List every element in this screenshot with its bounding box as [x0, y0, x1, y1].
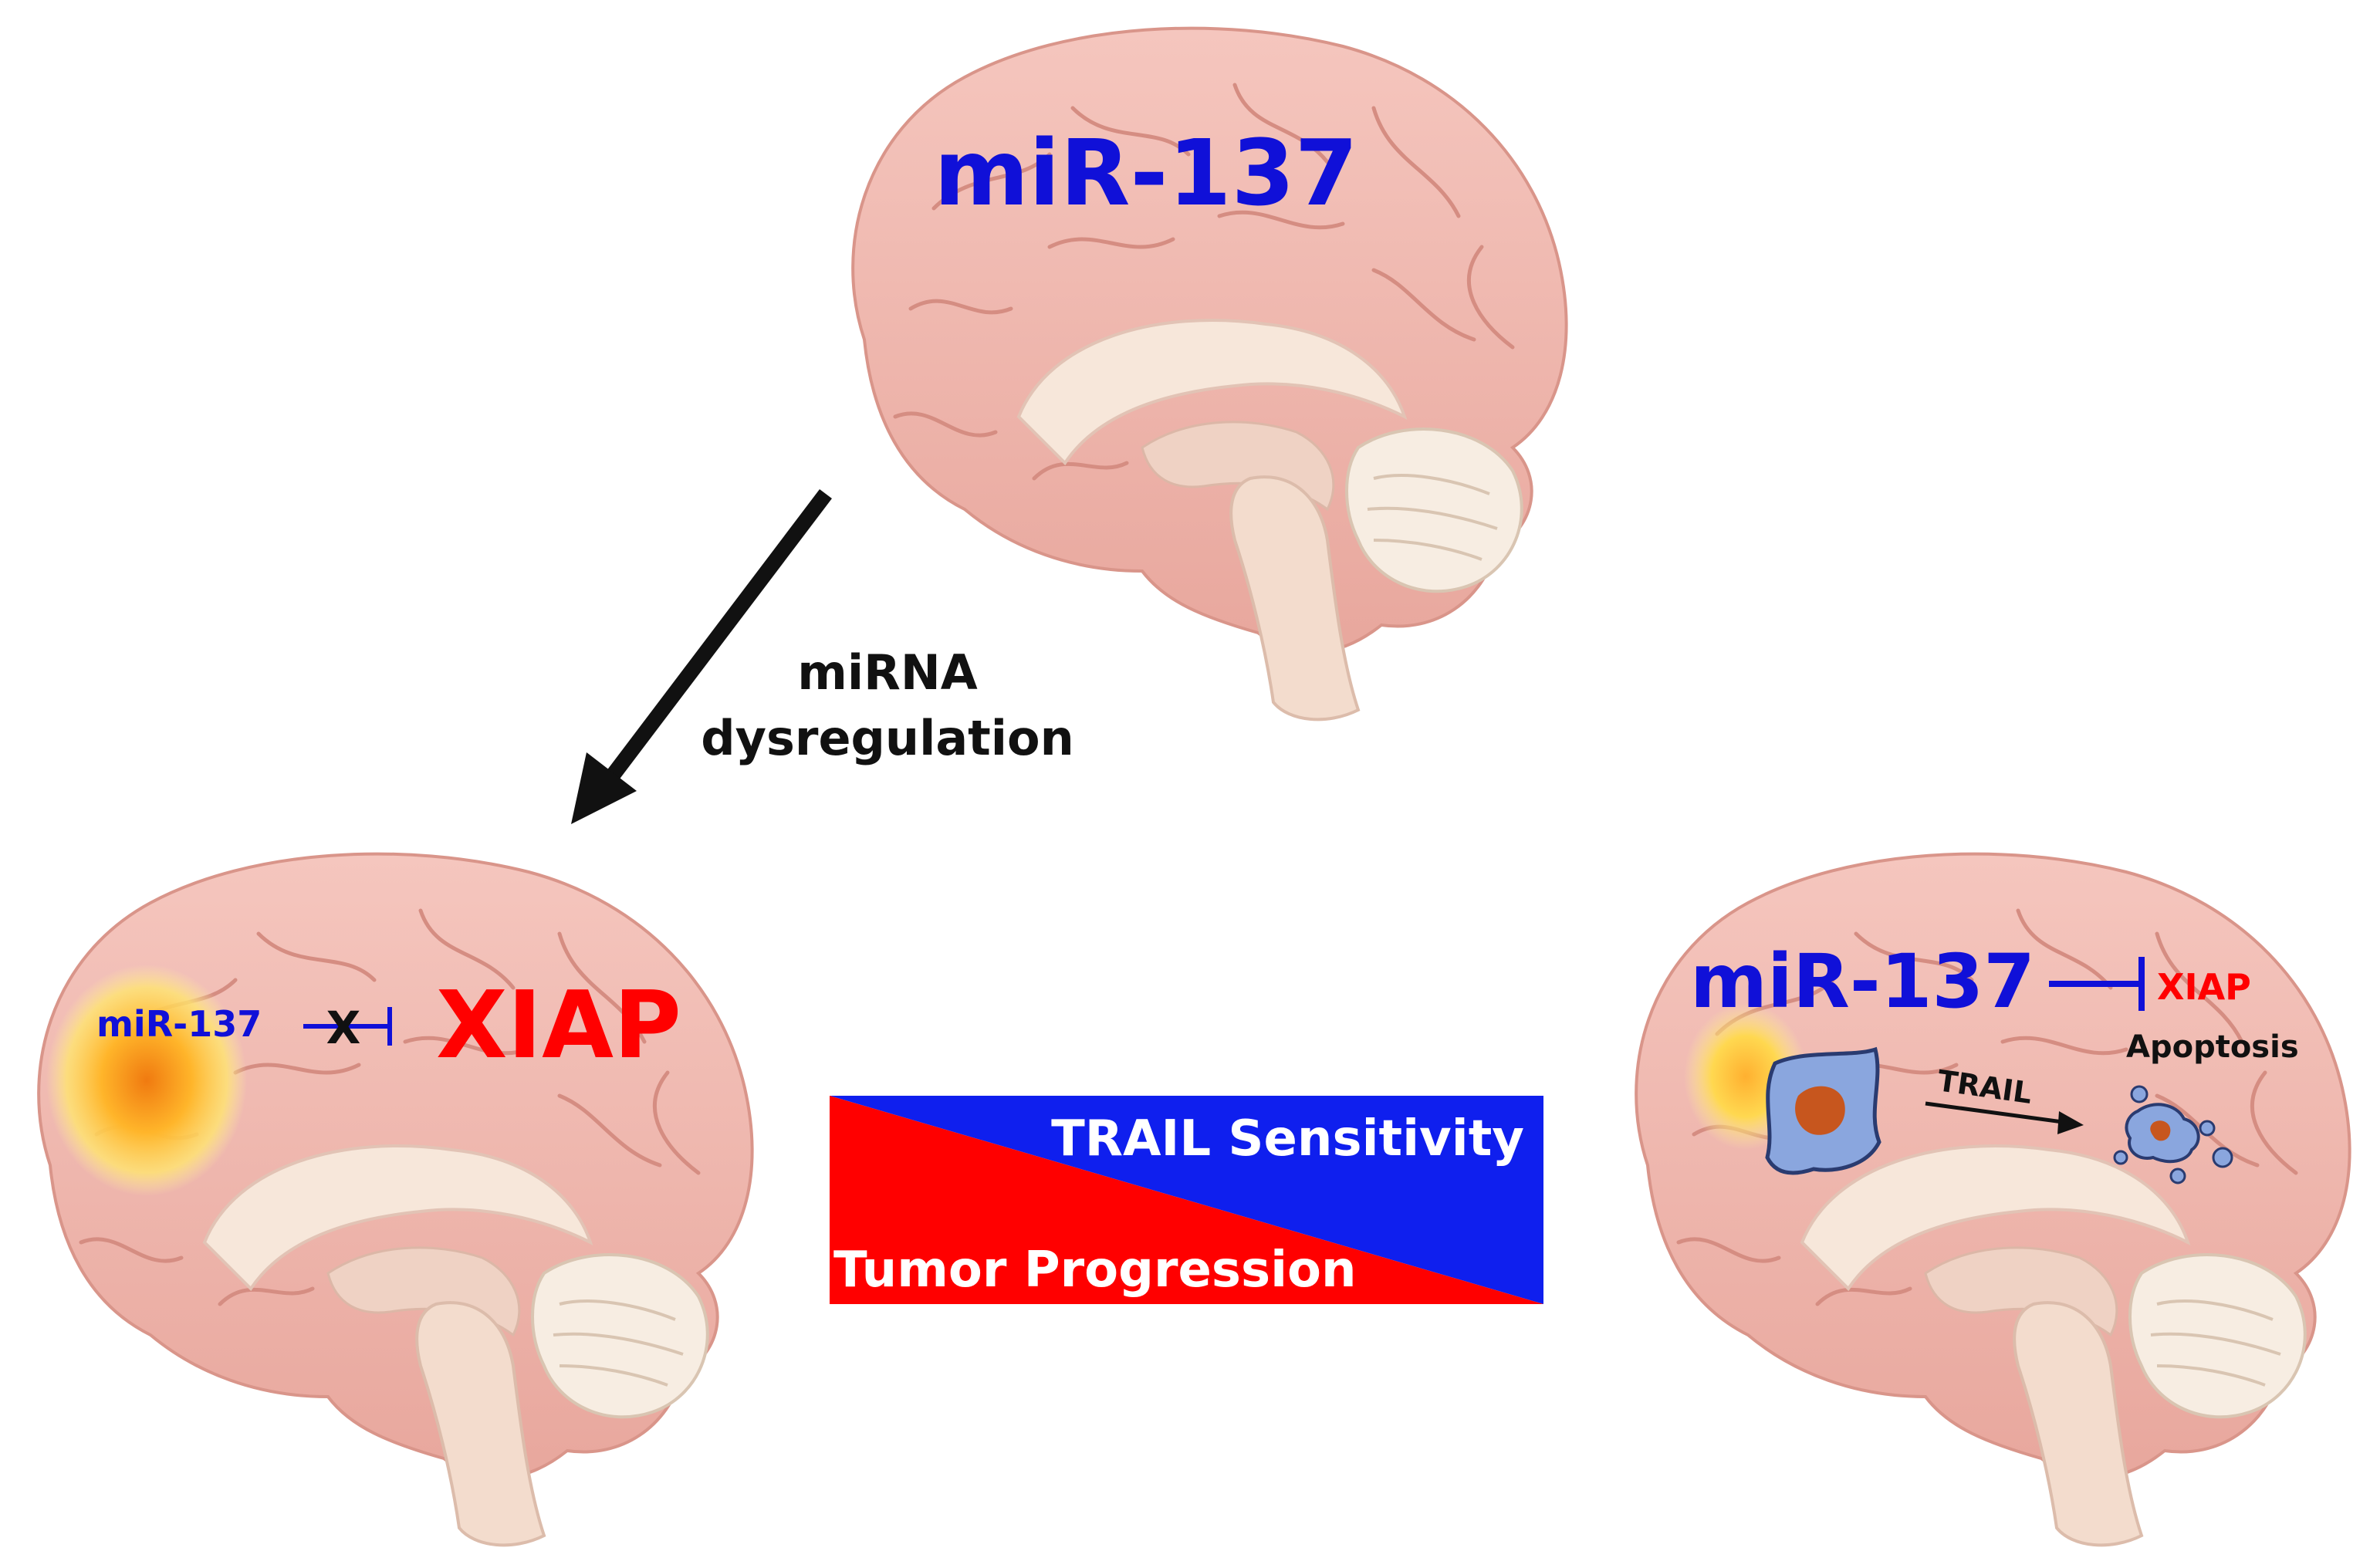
- right-target-label: XIAP: [2157, 966, 2251, 1008]
- apoptosis-label: Apoptosis: [2126, 1029, 2299, 1065]
- left-mirna-label: miR-137: [96, 1003, 262, 1045]
- top-brain-label: miR-137: [934, 120, 1358, 226]
- left-target-label: XIAP: [436, 972, 681, 1080]
- left-block-mark: X: [326, 1002, 361, 1054]
- balance-bottom-label: Tumor Progression: [833, 1242, 1357, 1299]
- dysregulation-arrow: [571, 488, 832, 824]
- transition-label-line2: dysregulation: [701, 710, 1074, 766]
- right-mirna-label: miR-137: [1690, 938, 2035, 1025]
- left-blocked-inhibition: [303, 1007, 392, 1046]
- apoptotic-cell: [2113, 1085, 2233, 1184]
- tumor-cell-nucleus: [1795, 1086, 1845, 1135]
- trail-arrow: [1925, 1101, 2084, 1134]
- left-tumor-glow: [46, 965, 247, 1196]
- transition-label-line1: miRNA: [797, 644, 977, 701]
- balance-top-label: TRAIL Sensitivity: [1051, 1110, 1524, 1168]
- left-brain: [39, 854, 752, 1546]
- balance-red-region: [830, 1096, 1543, 1304]
- balance-box: [830, 1096, 1543, 1304]
- right-inhibition-line: [2049, 957, 2145, 1011]
